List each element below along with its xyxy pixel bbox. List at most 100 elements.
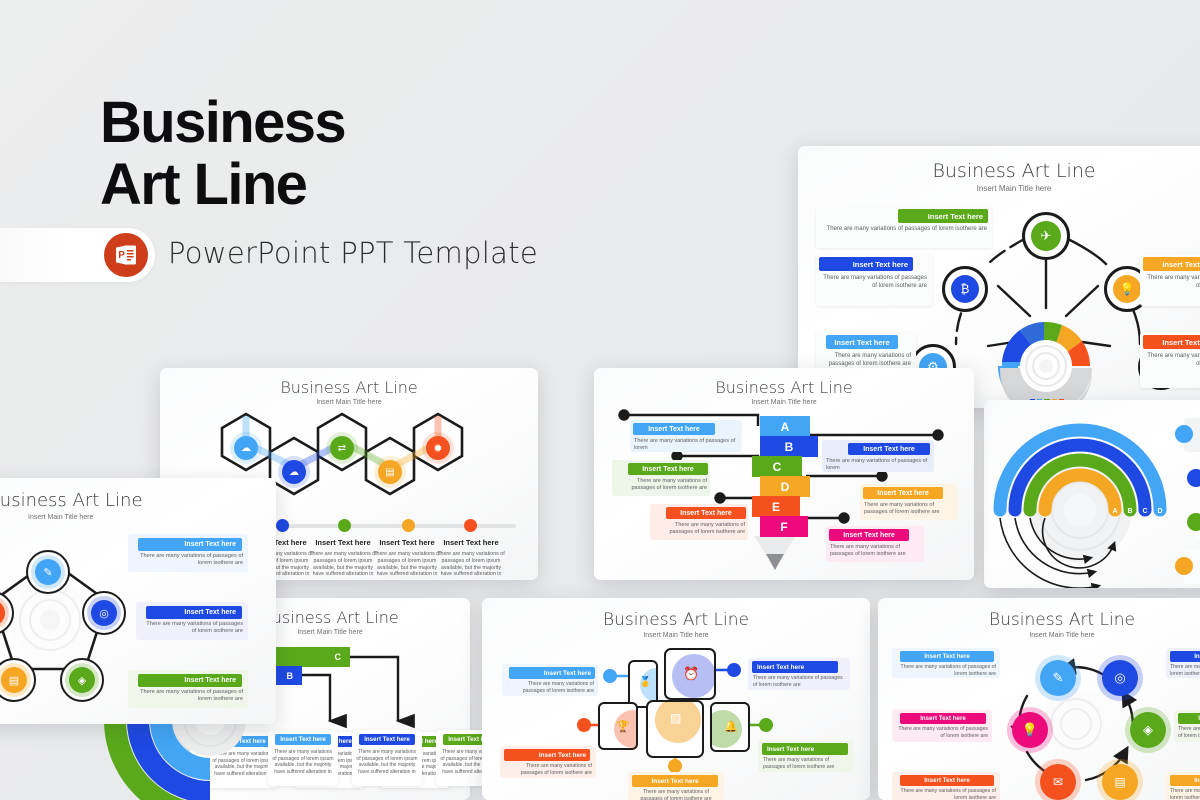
page-title: Business Art Line <box>100 90 347 218</box>
text-card[interactable]: Insert Text here There are many variatio… <box>128 534 248 572</box>
card-label: Insert Text here <box>275 734 331 745</box>
node-diamond[interactable]: ◈ <box>1130 712 1166 748</box>
svg-text:B: B <box>1127 508 1132 515</box>
text-card[interactable]: Insert Text here There are many variatio… <box>1174 710 1200 742</box>
node-edit[interactable]: ✎ <box>26 550 70 594</box>
funnel-letters-slide[interactable]: Business Art Line Insert Main Title here… <box>594 368 974 580</box>
card-label-text: Insert Text here <box>1194 777 1200 784</box>
card-label-text: Insert Text here <box>1194 653 1200 660</box>
node-document[interactable]: ▤ <box>378 460 402 484</box>
funnel-step-c[interactable]: C <box>752 456 802 477</box>
text-card[interactable]: Insert Text here There are many variatio… <box>628 772 724 800</box>
text-card[interactable]: Insert title here There are many variati… <box>1175 550 1200 584</box>
funnel-step-e[interactable]: E <box>752 496 800 517</box>
pentagon-nodes-slide[interactable]: Business Art Line Insert Main Title here… <box>0 478 276 724</box>
card-label: Insert Text here <box>138 538 242 551</box>
text-card[interactable]: Insert Text here There are many variatio… <box>892 710 992 742</box>
node-transfer[interactable]: ⇄ <box>330 436 354 460</box>
square-tile[interactable]: 🔔 <box>710 702 750 752</box>
plane-icon: ✈ <box>1031 221 1061 251</box>
node-coin[interactable]: ◎ <box>1102 660 1138 696</box>
text-card[interactable]: Insert Text here There are many variatio… <box>502 664 598 696</box>
funnel-step-f[interactable]: F <box>760 516 808 537</box>
node-asterisk[interactable]: ✹ <box>426 436 450 460</box>
card-label-text: Insert Text here <box>924 777 970 784</box>
text-card[interactable]: Insert title here There are many variati… <box>1175 418 1200 452</box>
text-card[interactable]: Insert Text here There are many variatio… <box>816 254 932 306</box>
text-card[interactable]: Insert Text here There are many variatio… <box>826 526 924 562</box>
node-calendar[interactable]: ▤ <box>0 658 36 702</box>
card-label-text: Insert Text here <box>1198 715 1200 722</box>
node-money[interactable]: ₿ <box>942 266 988 312</box>
text-card[interactable]: Insert title here There are many variati… <box>1187 506 1200 540</box>
caption[interactable]: Insert Text here There are many variatio… <box>308 538 378 578</box>
card-body: There are many variations of passages of… <box>763 757 835 770</box>
caption-body: There are many variations of passages of… <box>373 550 441 578</box>
card-body: There are many variations of passages of… <box>1147 275 1200 289</box>
card-label-text: Insert Text here <box>538 751 586 759</box>
node-cloud[interactable]: ☁ <box>234 436 258 460</box>
node-edit[interactable]: ✎ <box>1040 660 1076 696</box>
timeline-dot[interactable] <box>276 519 289 532</box>
text-card[interactable]: Insert Text here There are many variatio… <box>748 658 850 690</box>
card-label: Insert Text here <box>848 443 930 455</box>
text-card[interactable]: Insert Text here There are many variatio… <box>136 602 248 640</box>
text-card[interactable]: Insert Text here There are many variatio… <box>892 772 1000 800</box>
funnel-step-a[interactable]: A <box>760 416 810 437</box>
timeline-dot[interactable] <box>464 519 477 532</box>
card-body: There are many variations of passages of… <box>900 788 996 800</box>
card-label: Insert Text here <box>1170 775 1200 786</box>
slide-subtitle: Insert Main Title here <box>1029 632 1095 639</box>
node-diamond[interactable]: ◈ <box>60 658 104 702</box>
square-tile[interactable]: 🏆 <box>598 702 638 750</box>
caption[interactable]: Insert Text here There are many variatio… <box>436 538 506 578</box>
text-card[interactable]: Insert Text here There are many variatio… <box>1140 332 1200 388</box>
arc-dot <box>1175 425 1193 443</box>
square-tile[interactable]: ⏰ <box>664 648 716 700</box>
card-body: There are many variations of passages of… <box>1178 726 1200 739</box>
text-card[interactable]: Insert Text here There are many variatio… <box>612 460 710 496</box>
slide-title: Business Art Line <box>715 378 853 397</box>
text-card[interactable]: Insert Text here There are many variatio… <box>128 670 248 708</box>
circular-cycle-slide[interactable]: Business Art Line Insert Main Title here… <box>878 598 1200 800</box>
text-card[interactable]: Insert title here There are many variati… <box>1187 462 1200 496</box>
square-tile[interactable]: ▨ <box>646 700 704 758</box>
text-card[interactable]: Insert Text here There are many variatio… <box>1166 772 1200 800</box>
caption[interactable]: Insert Text here There are many variatio… <box>372 538 442 578</box>
arc-dot <box>1175 557 1193 575</box>
text-card[interactable]: Insert Text here There are many variatio… <box>268 730 338 786</box>
caption[interactable]: Insert Text here There are many variatio… <box>244 538 314 578</box>
text-card[interactable]: Insert Text here There are many variatio… <box>352 730 422 786</box>
card-body: There are many variations of passages of… <box>1170 788 1200 800</box>
card-body: There are many variations of passages of… <box>830 544 906 558</box>
calendar-icon: ▤ <box>1 667 27 693</box>
funnel-step-d[interactable]: D <box>760 476 810 497</box>
card-label-text: Insert Text here <box>767 745 815 753</box>
node-mail[interactable]: ✉ <box>1040 764 1076 800</box>
radial-hub-slide[interactable]: Business Art Line Insert Main Title here <box>798 146 1200 408</box>
node-coin[interactable]: ◎ <box>82 591 126 635</box>
text-card[interactable]: Insert Text here There are many variatio… <box>860 484 958 520</box>
timeline-dot[interactable] <box>338 519 351 532</box>
node-plane[interactable]: ✈ <box>1022 212 1070 260</box>
funnel-step-b[interactable]: B <box>760 436 818 457</box>
card-label: Insert Text here <box>900 651 994 662</box>
text-card[interactable]: Insert Text here There are many variatio… <box>822 440 934 472</box>
node-calendar[interactable]: ▤ <box>1102 764 1138 800</box>
text-card[interactable]: Insert Text here There are many variatio… <box>650 504 748 540</box>
timeline-dot[interactable] <box>402 519 415 532</box>
edit-icon: ✎ <box>35 559 61 585</box>
node-bulb[interactable]: 💡 <box>1012 712 1048 748</box>
text-card[interactable]: Insert Text here There are many variatio… <box>1140 254 1200 306</box>
text-card[interactable]: Insert Text here There are many variatio… <box>500 746 596 778</box>
node-cloud-upload[interactable]: ☁ <box>282 460 306 484</box>
caption-label: Insert Text here <box>443 538 499 547</box>
rounded-squares-slide[interactable]: Business Art Line Insert Main Title here… <box>482 598 870 800</box>
text-card[interactable]: Insert Text here There are many variatio… <box>892 648 1000 678</box>
text-card[interactable]: Insert Text here There are many variatio… <box>630 420 742 452</box>
text-card[interactable]: Insert Text here There are many variatio… <box>758 740 854 772</box>
text-card[interactable]: Insert Text here There are many variatio… <box>816 206 992 248</box>
card-label-text: Insert Text here <box>651 777 699 785</box>
text-card[interactable]: Insert Text here There are many variatio… <box>1166 648 1200 678</box>
